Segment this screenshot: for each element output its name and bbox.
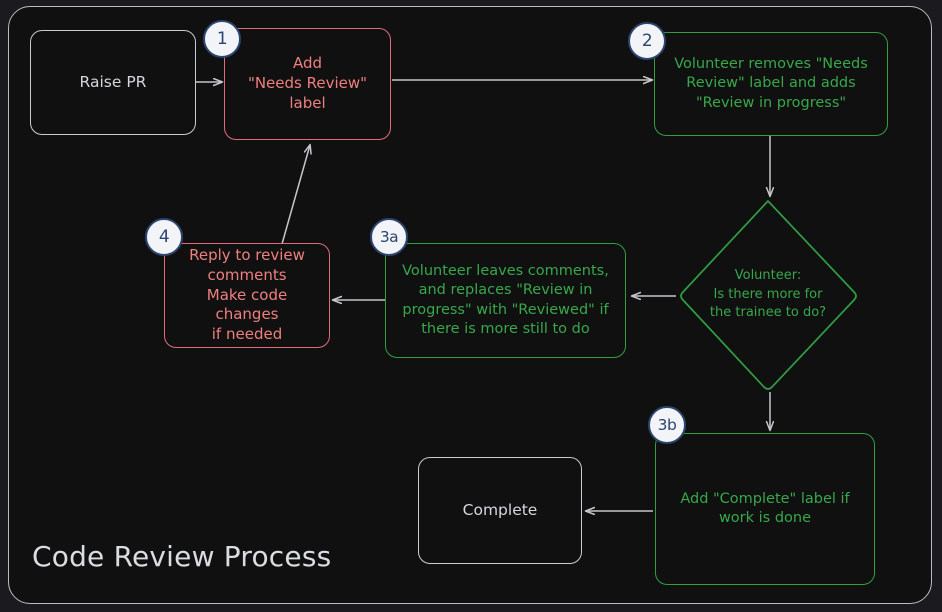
node-reply-to-review-label: Reply to review comments Make code chang…	[189, 246, 305, 344]
node-raise-pr[interactable]: Raise PR	[30, 30, 196, 135]
node-volunteer-removes-label-text: Volunteer removes "Needs Review" label a…	[674, 56, 868, 111]
node-complete-label: Complete	[462, 501, 538, 520]
node-volunteer-leaves-comments-label: Volunteer leaves comments, and replaces …	[402, 263, 609, 337]
badge-step-2: 2	[628, 22, 666, 60]
node-add-needs-review-label-text: Add "Needs Review" label	[247, 54, 368, 112]
node-add-complete-label[interactable]: Add "Complete" label if work is done	[655, 433, 875, 585]
node-reply-to-review[interactable]: Reply to review comments Make code chang…	[164, 243, 330, 348]
badge-step-4: 4	[145, 218, 183, 256]
badge-step-1: 1	[203, 20, 241, 58]
badge-step-3a: 3a	[370, 218, 408, 256]
node-add-needs-review-label[interactable]: Add "Needs Review" label	[224, 28, 391, 140]
node-volunteer-removes-label[interactable]: Volunteer removes "Needs Review" label a…	[654, 32, 888, 136]
node-raise-pr-label: Raise PR	[79, 73, 147, 92]
diagram-title: Code Review Process	[32, 540, 332, 573]
node-complete[interactable]: Complete	[418, 457, 582, 564]
node-decision-more-work[interactable]: Volunteer: Is there more for the trainee…	[679, 200, 857, 390]
node-decision-more-work-label: Volunteer: Is there more for the trainee…	[709, 267, 827, 321]
badge-step-3b: 3b	[648, 406, 686, 444]
node-add-complete-label-text: Add "Complete" label if work is done	[680, 490, 850, 526]
node-volunteer-leaves-comments[interactable]: Volunteer leaves comments, and replaces …	[385, 243, 626, 358]
